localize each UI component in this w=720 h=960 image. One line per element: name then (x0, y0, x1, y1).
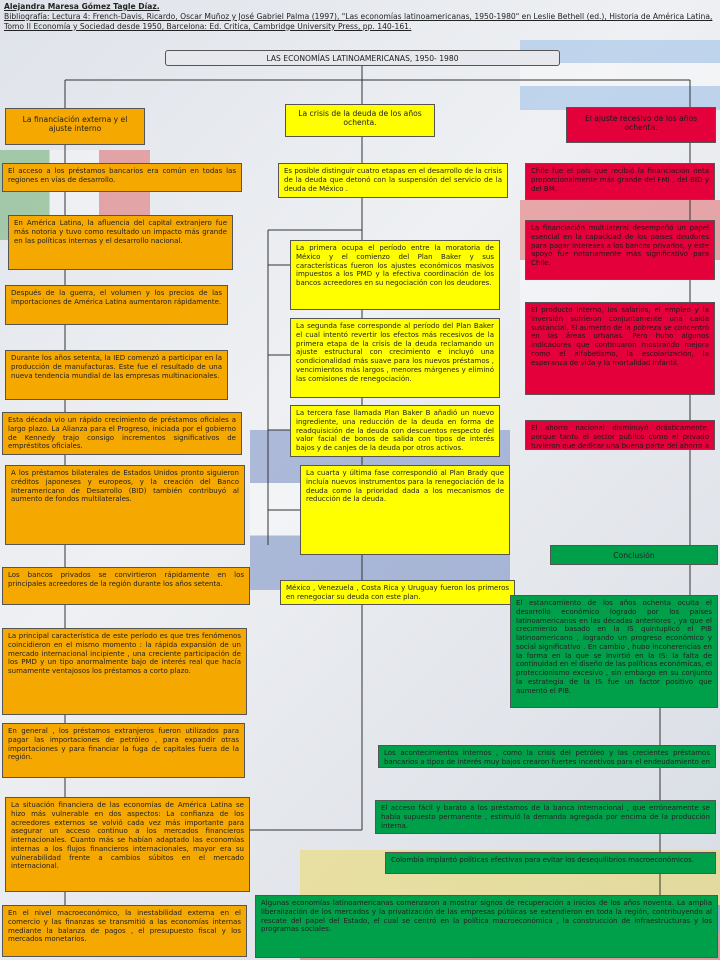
left-box-6: A los préstamos bilaterales de Estados U… (5, 465, 245, 545)
bottom-box-3: Colombia implantó políticas efectivas pa… (385, 852, 716, 874)
left-box-7: Los bancos privados se convirtieron rápi… (2, 567, 250, 605)
main-title: LAS ECONOMÍAS LATINOAMERICANAS, 1950- 19… (165, 50, 560, 66)
right-box-3: El producto interno, los salarios, el em… (525, 302, 715, 395)
center-box-3: La segunda fase corresponde al período d… (290, 318, 500, 398)
center-box-4: La tercera fase llamada Plan Baker B aña… (290, 405, 500, 457)
left-box-10: La situación financiera de las economías… (5, 797, 250, 892)
bottom-box-2: El acceso fácil y barato a los préstamos… (375, 800, 716, 834)
bibliography: Bibliografía: Lectura 4: French-Davis, R… (4, 11, 713, 31)
conclusion-label: Conclusión (550, 545, 718, 565)
left-box-3: Después de la guerra, el volumen y los p… (5, 285, 228, 325)
branch-right-header: El ajuste recesivo de los años ochenta. (566, 107, 716, 143)
header: Alejandra Maresa Gómez Tagle Díaz. Bibli… (4, 2, 716, 32)
left-box-9: En general , los préstamos extranjeros f… (2, 723, 245, 778)
center-box-5: La cuarta y última fase correspondió al … (300, 465, 510, 555)
left-box-11: En el nivel macroeconómico, la inestabil… (2, 905, 247, 957)
center-box-1: Es posible distinguir cuatro etapas en e… (278, 163, 508, 198)
left-box-5: Esta década vio un rápido crecimiento de… (2, 412, 242, 455)
bottom-box-1: Los acontecimientos internos , como la c… (378, 745, 716, 768)
branch-left-header: La financiación externa y el ajuste inte… (5, 108, 145, 145)
left-box-8: La principal característica de este perí… (2, 628, 247, 715)
conclusion-text: El estancamiento de los años ochenta ocu… (510, 595, 718, 708)
right-box-2: La financiación multilateral desempeñó u… (525, 220, 715, 280)
center-box-6: México , Venezuela , Costa Rica y Urugua… (280, 580, 515, 605)
right-box-4: El ahorro nacional disminuyó drásticamen… (525, 420, 715, 450)
author-name: Alejandra Maresa Gómez Tagle Díaz. (4, 2, 160, 11)
center-box-2: La primera ocupa el período entre la mor… (290, 240, 500, 310)
left-box-1: El acceso a los préstamos bancarios era … (2, 163, 242, 192)
bottom-box-4: Algunas economías latinoamericanas comen… (255, 895, 718, 958)
right-box-1: Chile fue el país que recibió la financi… (525, 163, 715, 200)
left-box-2: En América Latina, la afluencia del capi… (8, 215, 233, 270)
branch-center-header: La crisis de la deuda de los años ochent… (285, 104, 435, 137)
left-box-4: Durante los años setenta, la IED comenzó… (5, 350, 228, 400)
